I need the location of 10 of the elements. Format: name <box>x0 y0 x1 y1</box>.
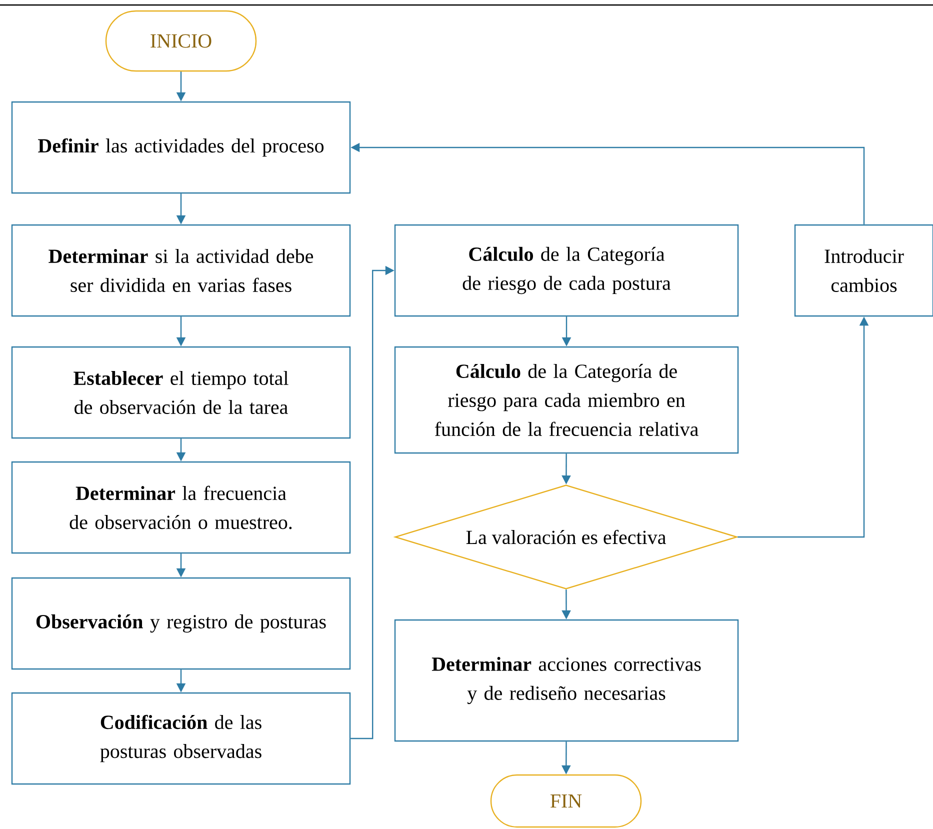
process-box: Definir las actividades del proceso <box>11 101 351 194</box>
process-box: Observación y registro de posturas <box>11 577 351 670</box>
process-box: Introducir cambios <box>794 224 933 317</box>
process-box: Determinar la frecuencia de observación o muestreo. <box>11 461 351 554</box>
process-box: Establecer el tiempo total de observación de la tarea <box>11 346 351 439</box>
process-box: Determinar acciones correctivas y de rediseño necesarias <box>394 619 739 742</box>
process-box: Cálculo de la Categoría de riesgo para cada miembro en función de la frecuencia relativa <box>394 346 739 454</box>
process-box: Codificación de las posturas observadas <box>11 692 351 785</box>
process-box: Determinar si la actividad debe ser dividida en varias fases <box>11 224 351 317</box>
process-box: Cálculo de la Categoría de riesgo de cada postura <box>394 224 739 317</box>
